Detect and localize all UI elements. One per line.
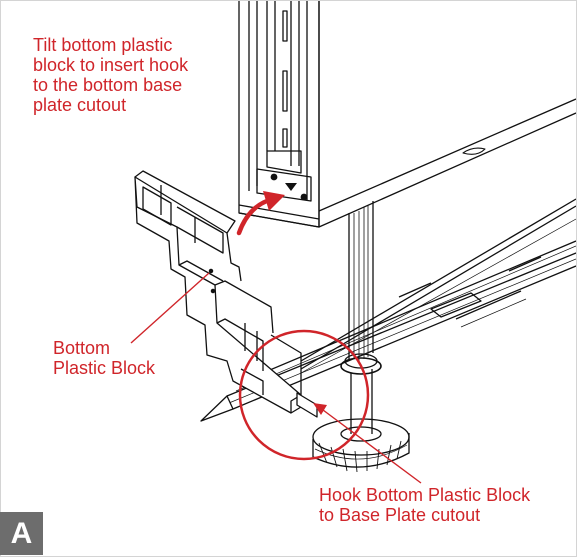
bottom-plastic-block: [134, 170, 318, 418]
hook-instruction-callout: Hook Bottom Plastic Block to Base Plate …: [319, 485, 531, 525]
bottom-plastic-block-label: Bottom Plastic Block: [53, 338, 156, 378]
upright-column: [238, 1, 320, 228]
hook-leader-arrowhead: [313, 403, 327, 415]
block-leader-line: [130, 272, 210, 344]
annotation-layer: [130, 191, 422, 484]
hook-leader-line: [318, 406, 422, 484]
leveling-foot: [312, 418, 410, 473]
display-panel: [318, 1, 576, 228]
tilt-instruction-callout: Tilt bottom plastic block to insert hook…: [33, 35, 189, 115]
base-plate: [200, 198, 576, 422]
support-pole: [340, 201, 382, 421]
tilt-arrowhead: [263, 191, 285, 211]
panel-label-badge: A: [0, 512, 43, 555]
detail-highlight-circle: [238, 329, 370, 461]
